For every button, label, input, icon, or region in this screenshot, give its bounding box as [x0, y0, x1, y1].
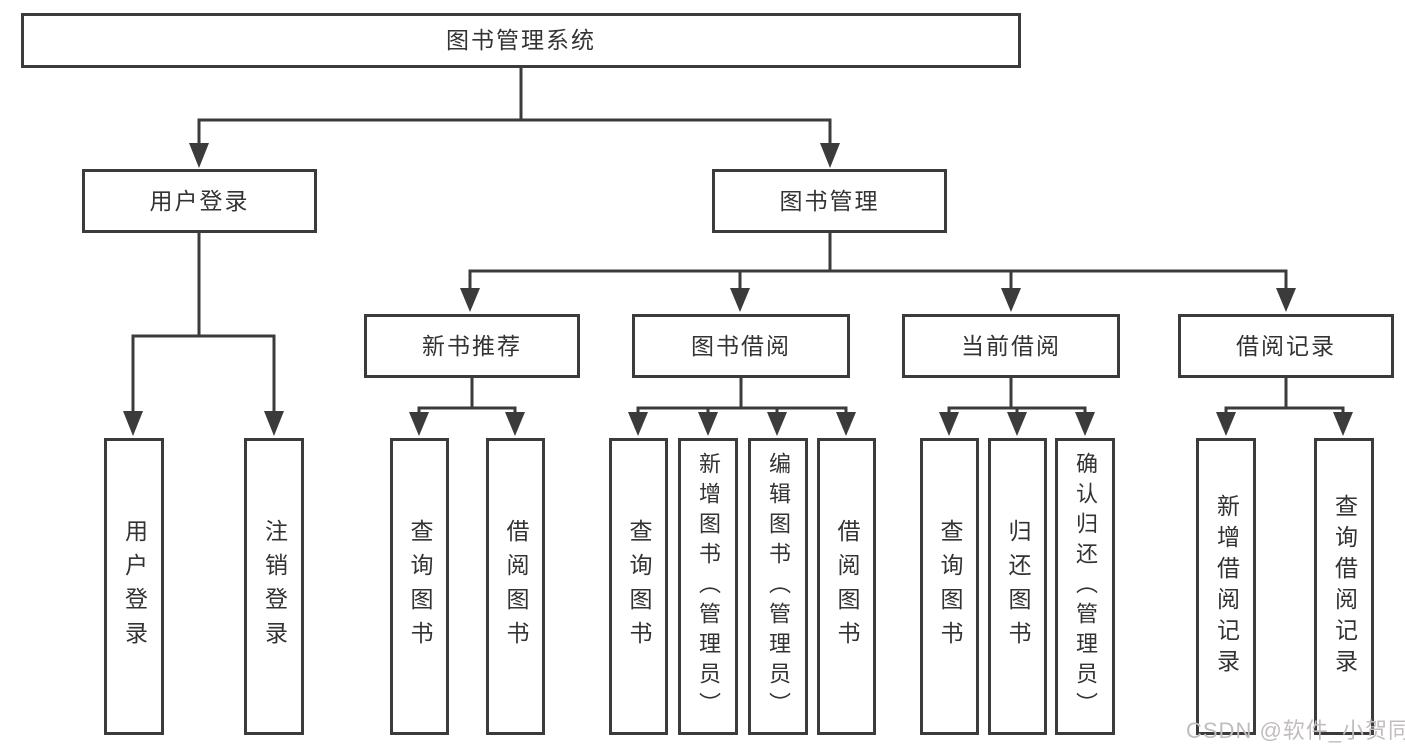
leaf-node-edit-books-admin: 编辑图书（管理员）: [748, 438, 808, 735]
leaf-label: 新增借阅记录: [1213, 493, 1240, 680]
leaf-label: 查询图书: [407, 518, 433, 655]
node-label: 新书推荐: [422, 332, 522, 359]
leaf-node-user-login: 用户登录: [104, 438, 164, 735]
leaf-node-borrow-books: 借阅图书: [817, 438, 876, 735]
leaf-label: 用户登录: [121, 518, 148, 655]
leaf-label: 编辑图书（管理员）: [766, 451, 791, 722]
root-node-label: 图书管理系统: [446, 27, 596, 53]
node-borrow-records: 借阅记录: [1178, 314, 1394, 378]
leaf-node-return-books: 归还图书: [988, 438, 1047, 735]
leaf-label: 借阅图书: [834, 518, 860, 655]
leaf-label: 查询图书: [937, 518, 963, 655]
leaf-label: 确认归还（管理员）: [1073, 451, 1098, 722]
leaf-node-add-borrow-record: 新增借阅记录: [1196, 438, 1256, 735]
leaf-node-borrow-books: 借阅图书: [486, 438, 545, 735]
leaf-label: 查询图书: [626, 518, 652, 655]
node-book-management: 图书管理: [712, 169, 947, 233]
csdn-watermark: CSDN @软件_小贺同学: [1186, 718, 1405, 743]
leaf-label: 新增图书（管理员）: [696, 451, 721, 722]
leaf-label: 查询借阅记录: [1331, 493, 1358, 680]
leaf-label: 借阅图书: [503, 518, 529, 655]
node-label: 当前借阅: [961, 332, 1061, 359]
leaf-node-logout: 注销登录: [244, 438, 304, 735]
leaf-node-add-books-admin: 新增图书（管理员）: [678, 438, 738, 735]
node-label: 图书管理: [779, 187, 880, 214]
node-label: 借阅记录: [1236, 332, 1336, 359]
leaf-node-confirm-return-admin: 确认归还（管理员）: [1055, 438, 1115, 735]
arrowhead-group: [123, 143, 1353, 436]
root-node-library-system: 图书管理系统: [21, 13, 1021, 68]
leaf-node-query-books: 查询图书: [609, 438, 668, 735]
leaf-node-query-books: 查询图书: [390, 438, 449, 735]
node-label: 用户登录: [149, 187, 250, 214]
leaf-label: 归还图书: [1005, 518, 1031, 655]
leaf-node-query-books: 查询图书: [920, 438, 979, 735]
node-current-borrow: 当前借阅: [902, 314, 1120, 378]
node-user-login: 用户登录: [82, 169, 317, 233]
node-label: 图书借阅: [691, 332, 791, 359]
node-book-borrow: 图书借阅: [632, 314, 850, 378]
leaf-node-query-borrow-record: 查询借阅记录: [1314, 438, 1374, 735]
leaf-label: 注销登录: [261, 518, 288, 655]
node-new-book-recommend: 新书推荐: [364, 314, 580, 378]
